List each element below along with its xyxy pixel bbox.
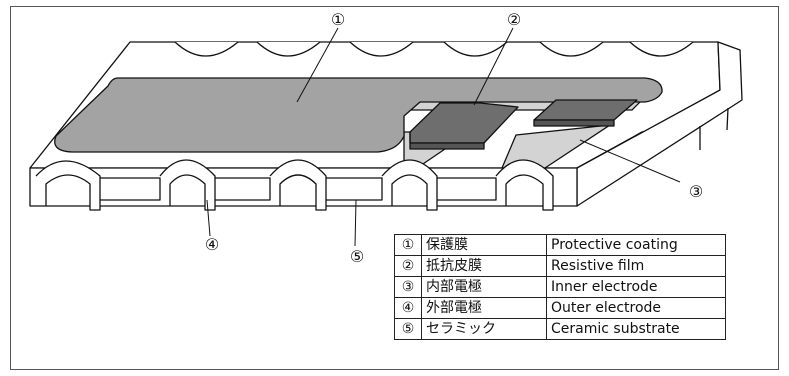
right-face-notches <box>699 107 729 150</box>
legend-number: ② <box>394 255 422 277</box>
legend-row: ⑤ セラミック Ceramic substrate <box>394 318 726 340</box>
legend-number: ③ <box>394 276 422 298</box>
front-windows <box>100 177 497 201</box>
legend-label-ja: 保護膜 <box>421 234 547 256</box>
legend-label-en: Inner electrode <box>546 276 726 298</box>
legend-number: ④ <box>394 297 422 319</box>
callout-5: ⑤ <box>350 247 364 266</box>
legend-row: ④ 外部電極 Outer electrode <box>394 297 726 319</box>
legend-body: ① 保護膜 Protective coating ② 抵抗皮膜 Resistiv… <box>394 234 726 340</box>
resistive-films <box>409 99 638 150</box>
legend-label-en: Outer electrode <box>546 297 726 319</box>
legend-label-en: Ceramic substrate <box>546 318 726 340</box>
legend-row: ② 抵抗皮膜 Resistive film <box>394 255 726 277</box>
legend-label-en: Protective coating <box>546 234 726 256</box>
legend-label-ja: セラミック <box>421 318 547 340</box>
callout-3: ③ <box>689 182 703 201</box>
legend-label-ja: 外部電極 <box>421 297 547 319</box>
legend-table: ① 保護膜 Protective coating ② 抵抗皮膜 Resistiv… <box>394 234 726 340</box>
legend-row: ① 保護膜 Protective coating <box>394 234 726 256</box>
callout-1: ① <box>331 10 345 29</box>
legend-number: ⑤ <box>394 318 422 340</box>
front-outer-electrodes <box>35 159 554 211</box>
callout-4: ④ <box>205 235 219 254</box>
leader-lines <box>206 27 681 247</box>
legend-label-en: Resistive film <box>546 255 726 277</box>
protective-coating-layer <box>54 77 663 153</box>
legend-number: ① <box>394 234 422 256</box>
callout-2: ② <box>507 10 521 29</box>
legend-row: ③ 内部電極 Inner electrode <box>394 276 726 298</box>
figure-frame <box>10 6 779 370</box>
legend-label-ja: 抵抗皮膜 <box>421 255 547 277</box>
legend-label-ja: 内部電極 <box>421 276 547 298</box>
back-notches <box>174 41 694 57</box>
